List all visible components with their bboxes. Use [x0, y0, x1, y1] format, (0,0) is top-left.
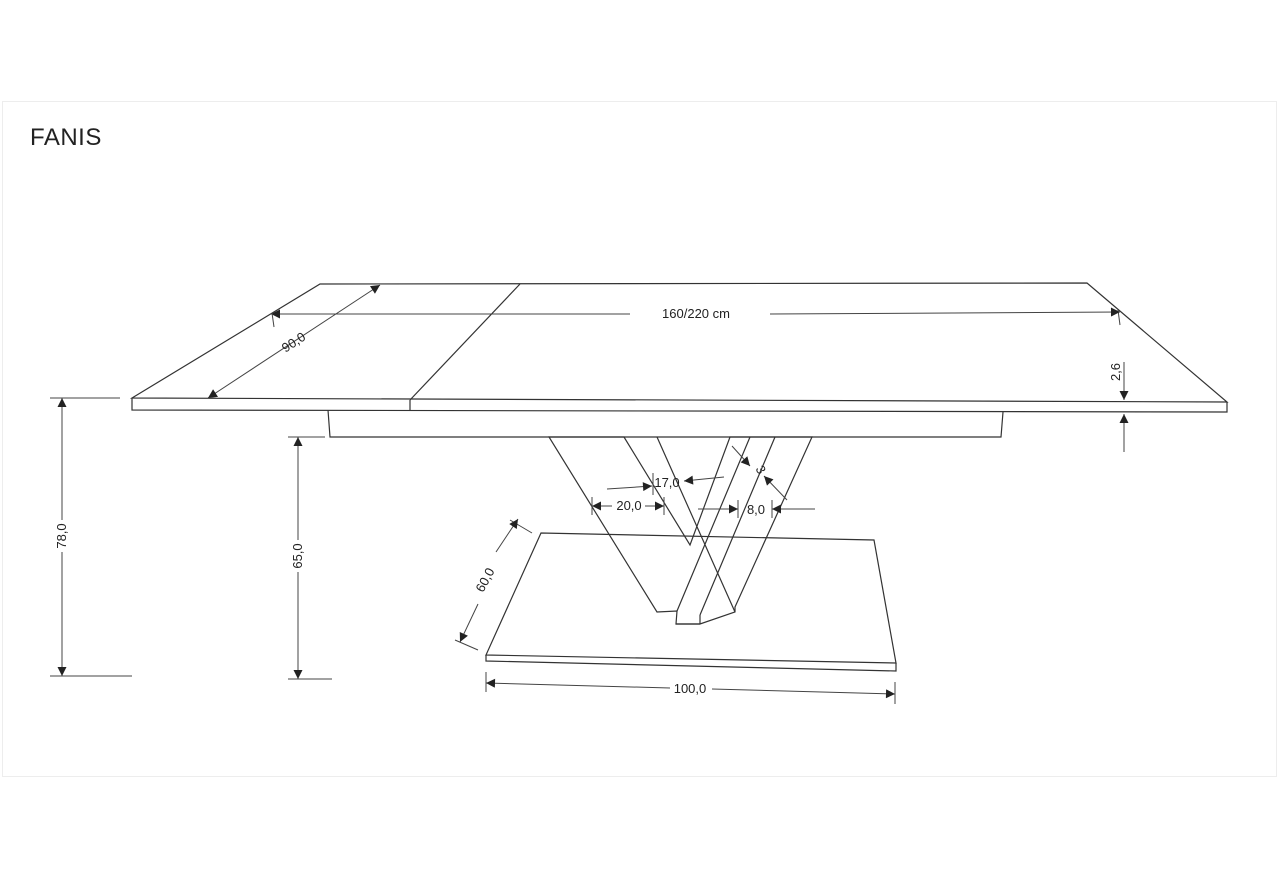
dim-depth-label: 90,0	[279, 329, 308, 355]
dim-top-thickness-label: 2,6	[1108, 363, 1123, 381]
dim-length-label: 160/220 cm	[662, 306, 730, 321]
dim-length: 160/220 cm	[271, 306, 1121, 326]
product-title: FANIS	[30, 124, 102, 151]
dim-total-height-label: 78,0	[54, 523, 69, 548]
drawing-frame	[2, 101, 1277, 777]
dim-base-depth: 60,0	[454, 518, 533, 651]
dim-small: 3	[731, 445, 788, 501]
dim-frame-height: 65,0	[288, 436, 332, 680]
dim-depth: 90,0	[207, 284, 381, 399]
dim-small-label: 3	[753, 463, 770, 477]
dim-leg-top-label: 17,0	[654, 475, 679, 490]
base-plate	[485, 532, 897, 672]
dim-top-thickness: 2,6	[1108, 362, 1129, 452]
dim-leg-thickness-label: 8,0	[747, 502, 765, 517]
table-apron	[327, 409, 1004, 438]
dim-leg-width-label: 20,0	[616, 498, 641, 513]
v-legs	[547, 436, 813, 625]
dim-total-height: 78,0	[50, 397, 132, 677]
dim-leg-thickness: 8,0	[698, 500, 815, 518]
dim-base-width-label: 100,0	[674, 681, 707, 696]
dim-base-width: 100,0	[485, 672, 896, 704]
dim-base-depth-label: 60,0	[472, 565, 497, 594]
dim-frame-height-label: 65,0	[290, 543, 305, 568]
dim-leg-top: 17,0	[606, 473, 725, 495]
dim-leg-width: 20,0	[591, 497, 665, 515]
